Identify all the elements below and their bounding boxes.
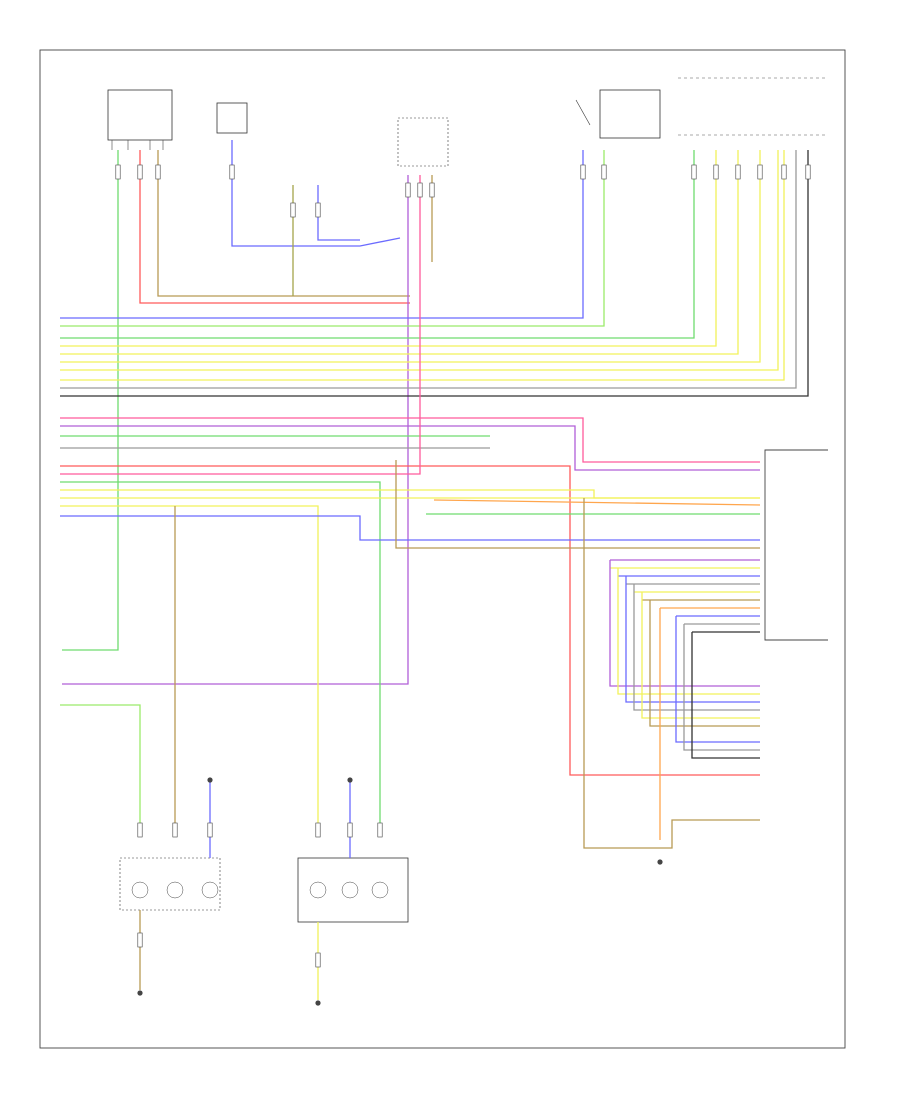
inline-connector xyxy=(207,822,213,838)
inline-connector xyxy=(315,952,321,968)
inline-connector xyxy=(805,164,811,180)
inline-connector xyxy=(417,182,423,198)
inline-connector xyxy=(757,164,763,180)
lamp-module xyxy=(678,77,825,136)
connector-markers xyxy=(115,164,811,968)
trailer-socket xyxy=(583,498,760,865)
inline-connector xyxy=(137,932,143,948)
passenger-seat-module xyxy=(575,89,661,139)
upper-bus xyxy=(60,150,809,397)
middle-bus xyxy=(60,300,761,830)
left-seat-switch xyxy=(107,89,173,150)
inline-connector xyxy=(405,182,411,198)
lower-switch-panel xyxy=(397,117,449,167)
inline-connector xyxy=(713,164,719,180)
inline-connector xyxy=(691,164,697,180)
inline-connector xyxy=(137,164,143,180)
inline-connector xyxy=(601,164,607,180)
inline-connector xyxy=(155,164,161,180)
inline-connector xyxy=(347,822,353,838)
inline-connector xyxy=(580,164,586,180)
inline-connector xyxy=(735,164,741,180)
inline-connector xyxy=(315,202,321,218)
top-wiring xyxy=(60,140,605,685)
inline-connector xyxy=(377,822,383,838)
right-rear-lamp xyxy=(297,777,409,1006)
left-rear-lamp xyxy=(119,777,221,996)
inline-connector xyxy=(781,164,787,180)
inline-connector xyxy=(137,822,143,838)
inline-connector xyxy=(172,822,178,838)
inline-connector xyxy=(229,164,235,180)
inline-connector xyxy=(290,202,296,218)
diagram-frame xyxy=(39,49,846,1049)
trailer-module xyxy=(610,449,828,641)
inline-connector xyxy=(429,182,435,198)
seat-belt-switch xyxy=(216,102,248,134)
inline-connector xyxy=(315,822,321,838)
inline-connector xyxy=(115,164,121,180)
